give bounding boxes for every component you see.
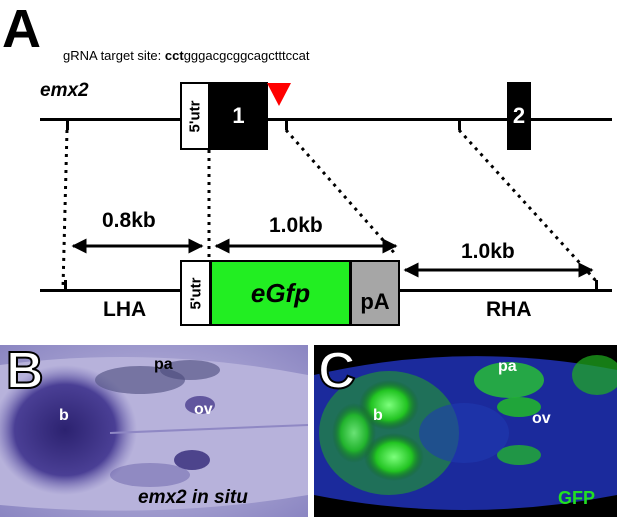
panel-b-in-situ-image bbox=[0, 345, 308, 517]
rha-dotted-line bbox=[457, 128, 599, 284]
donor-utr-label: 5'utr bbox=[187, 277, 204, 309]
panel-c-label-ov: ov bbox=[532, 410, 551, 427]
rha-end-tick bbox=[458, 118, 461, 130]
exon-1-label: 1 bbox=[232, 103, 245, 128]
donor-utr-box: 5'utr bbox=[180, 260, 211, 326]
pa-label: pA bbox=[360, 289, 390, 314]
panel-c-caption: GFP bbox=[558, 488, 596, 508]
exon-1-box: 1 bbox=[209, 82, 268, 150]
panel-b-caption: emx2 in situ bbox=[138, 487, 248, 508]
panel-b-letter: B bbox=[5, 342, 45, 400]
lha-dotted-line bbox=[61, 129, 69, 289]
grna-target-site: gRNA target site: cctgggacgcggcagctttcca… bbox=[63, 48, 309, 63]
lha-start-tick bbox=[66, 118, 69, 130]
exon-2-box: 2 bbox=[507, 82, 531, 150]
construct-connectors bbox=[61, 128, 599, 289]
exon-2-label: 2 bbox=[512, 103, 526, 128]
lha-size-label: 0.8kb bbox=[102, 209, 156, 232]
lha-label: LHA bbox=[103, 298, 147, 321]
gfp-embryo-image bbox=[314, 355, 617, 510]
cut-site-tick bbox=[285, 118, 288, 130]
panel-b-label-b: b bbox=[59, 407, 69, 424]
panel-a-letter: A bbox=[2, 0, 41, 59]
pa-box: pA bbox=[350, 260, 400, 326]
rha-size-label: 1.0kb bbox=[461, 240, 515, 263]
panel-c-gfp-image bbox=[314, 345, 617, 517]
panel-b-label-ov: ov bbox=[194, 401, 213, 418]
cut-site-marker-icon bbox=[267, 83, 291, 106]
genomic-locus-line bbox=[40, 118, 612, 121]
panel-b-label-pa: pa bbox=[154, 356, 173, 373]
genomic-utr-box: 5'utr bbox=[180, 82, 210, 150]
panel-c-label-pa: pa bbox=[498, 358, 517, 375]
egfp-label: eGfp bbox=[250, 277, 311, 308]
donor-rha-tick bbox=[595, 280, 598, 292]
grna-sequence: gggacgcggcagctttccat bbox=[183, 48, 310, 63]
panel-c-label-b: b bbox=[373, 407, 383, 424]
egfp-size-label: 1.0kb bbox=[269, 214, 323, 237]
egfp-box: eGfp bbox=[210, 260, 351, 326]
donor-lha-tick bbox=[64, 280, 67, 292]
rha-label: RHA bbox=[486, 298, 532, 321]
grna-label: gRNA target site: bbox=[63, 48, 165, 63]
gene-name: emx2 bbox=[40, 80, 89, 101]
in-situ-embryo-image bbox=[0, 345, 308, 517]
panel-c-letter: C bbox=[317, 342, 357, 400]
grna-pam: cct bbox=[164, 48, 184, 63]
